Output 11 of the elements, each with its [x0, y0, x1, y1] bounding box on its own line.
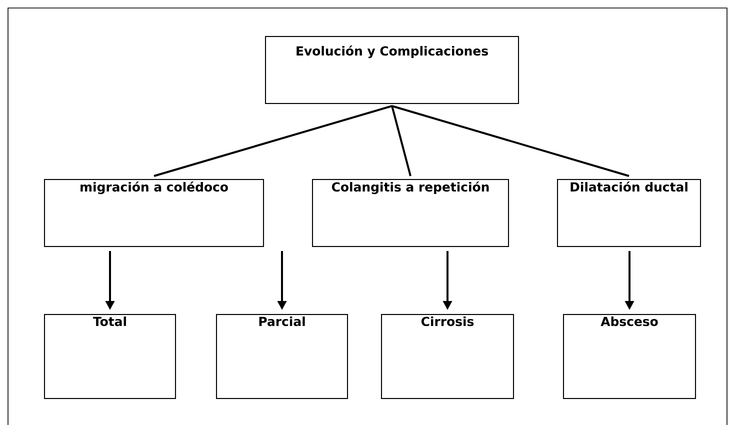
text-box: Evolución y Complicaciones [265, 36, 519, 104]
connector-line [391, 106, 412, 176]
text-box: Total [44, 314, 176, 399]
text-box: Parcial [216, 314, 348, 399]
text-box: migración a colédoco [44, 178, 264, 247]
connector-line [392, 105, 630, 177]
connector-line [154, 105, 392, 177]
text-box: Dilatación ductal [557, 178, 701, 247]
text-box: Absceso [563, 314, 696, 399]
text-box: Cirrosis [381, 314, 514, 399]
text-box: Colangitis a repetición [312, 178, 509, 247]
